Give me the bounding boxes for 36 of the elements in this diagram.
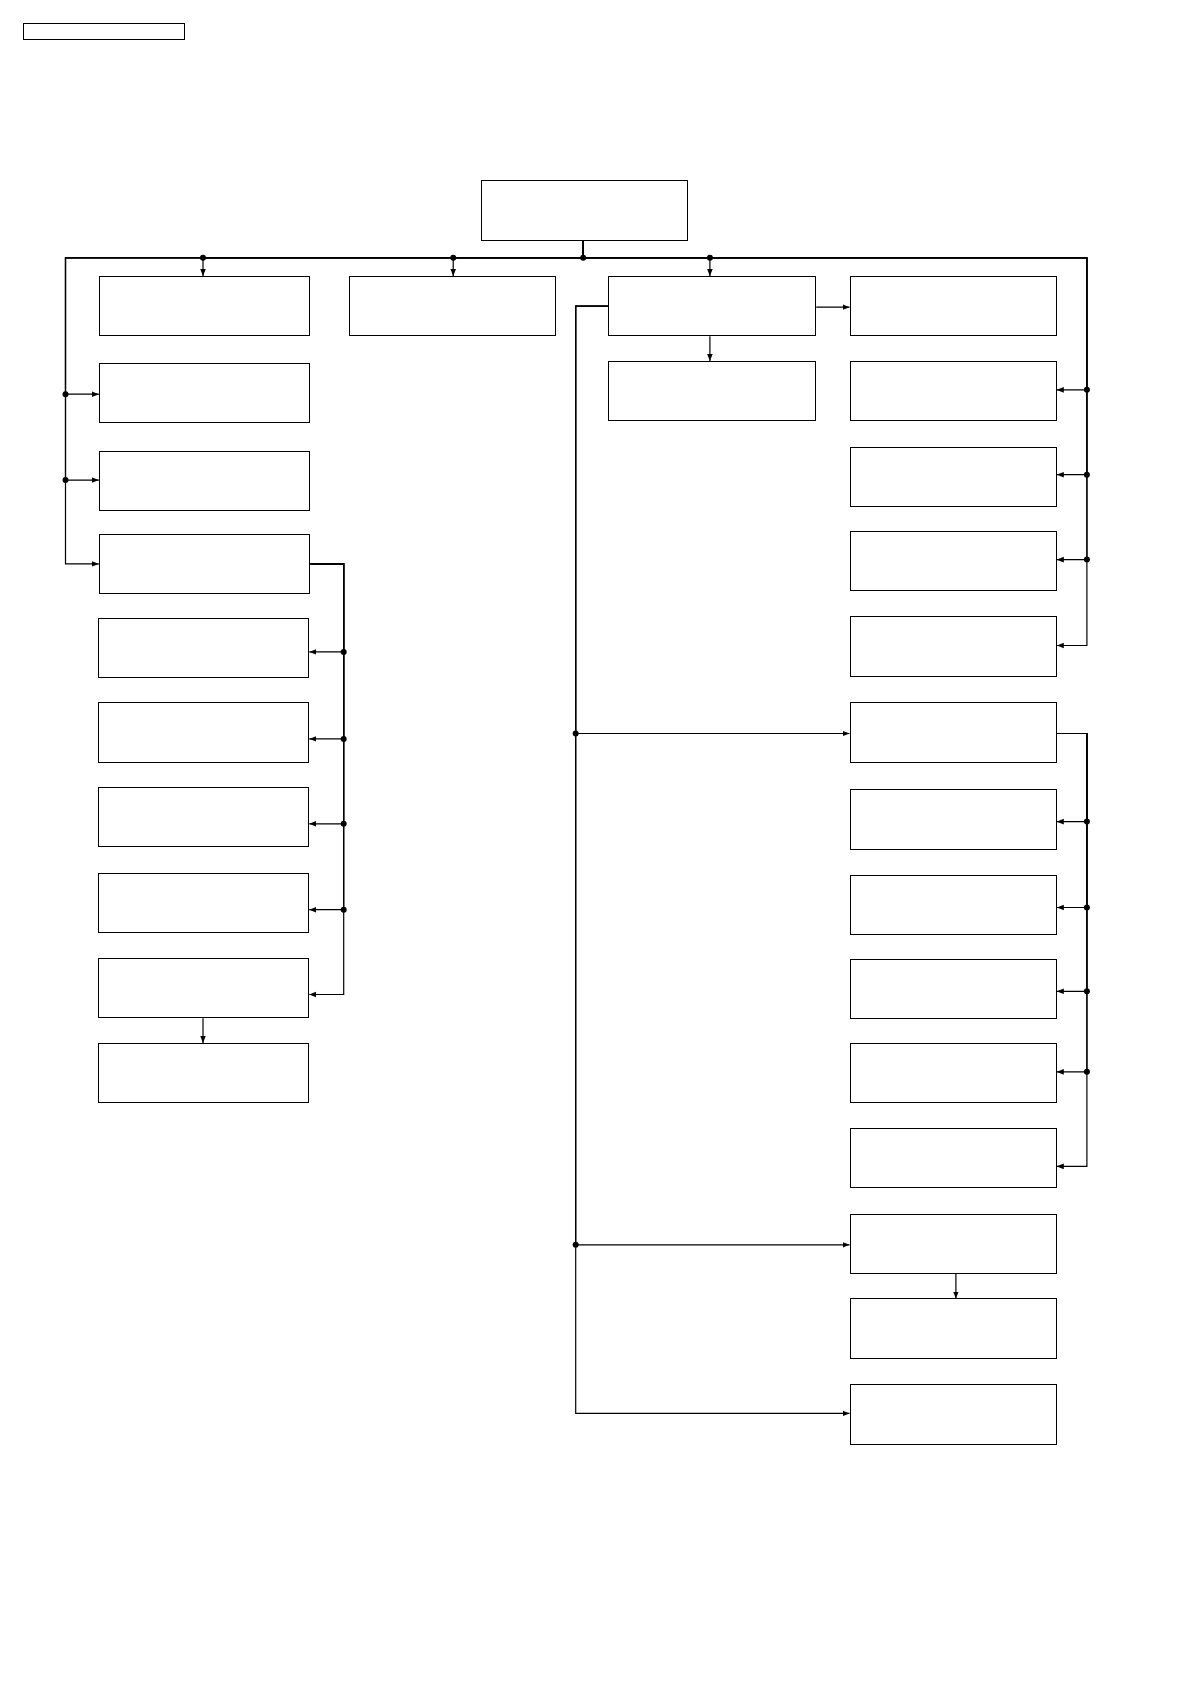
empty-box bbox=[849, 446, 1057, 507]
connector-arrow bbox=[707, 335, 713, 362]
empty-box bbox=[22, 22, 185, 40]
connector-arrow bbox=[1056, 732, 1088, 1170]
connector-arrow bbox=[575, 305, 851, 1417]
connector-arrow bbox=[953, 1273, 959, 1300]
empty-box bbox=[849, 1127, 1057, 1188]
empty-box bbox=[849, 875, 1057, 936]
empty-box bbox=[98, 451, 311, 512]
empty-box bbox=[849, 1042, 1057, 1103]
empty-box bbox=[98, 363, 311, 424]
empty-box bbox=[607, 276, 817, 337]
connector-arrow bbox=[200, 1017, 206, 1044]
empty-box bbox=[349, 276, 557, 337]
connector-arrow bbox=[815, 304, 851, 310]
empty-box bbox=[849, 616, 1057, 677]
empty-box bbox=[97, 958, 310, 1019]
empty-box bbox=[97, 1042, 310, 1103]
empty-box bbox=[849, 360, 1057, 421]
empty-box bbox=[481, 180, 689, 241]
empty-box bbox=[849, 1298, 1057, 1359]
empty-box bbox=[97, 873, 310, 934]
empty-box bbox=[98, 276, 311, 337]
connector-arrow bbox=[308, 563, 345, 998]
empty-box bbox=[849, 1384, 1057, 1445]
empty-box bbox=[97, 702, 310, 763]
empty-box bbox=[849, 530, 1057, 591]
empty-box bbox=[607, 360, 817, 421]
empty-box bbox=[849, 1213, 1057, 1274]
empty-box bbox=[97, 787, 310, 848]
empty-box bbox=[849, 959, 1057, 1020]
empty-box bbox=[849, 276, 1057, 337]
empty-box bbox=[98, 533, 311, 594]
empty-box bbox=[849, 789, 1057, 850]
empty-box bbox=[849, 702, 1057, 763]
empty-box bbox=[97, 617, 310, 678]
